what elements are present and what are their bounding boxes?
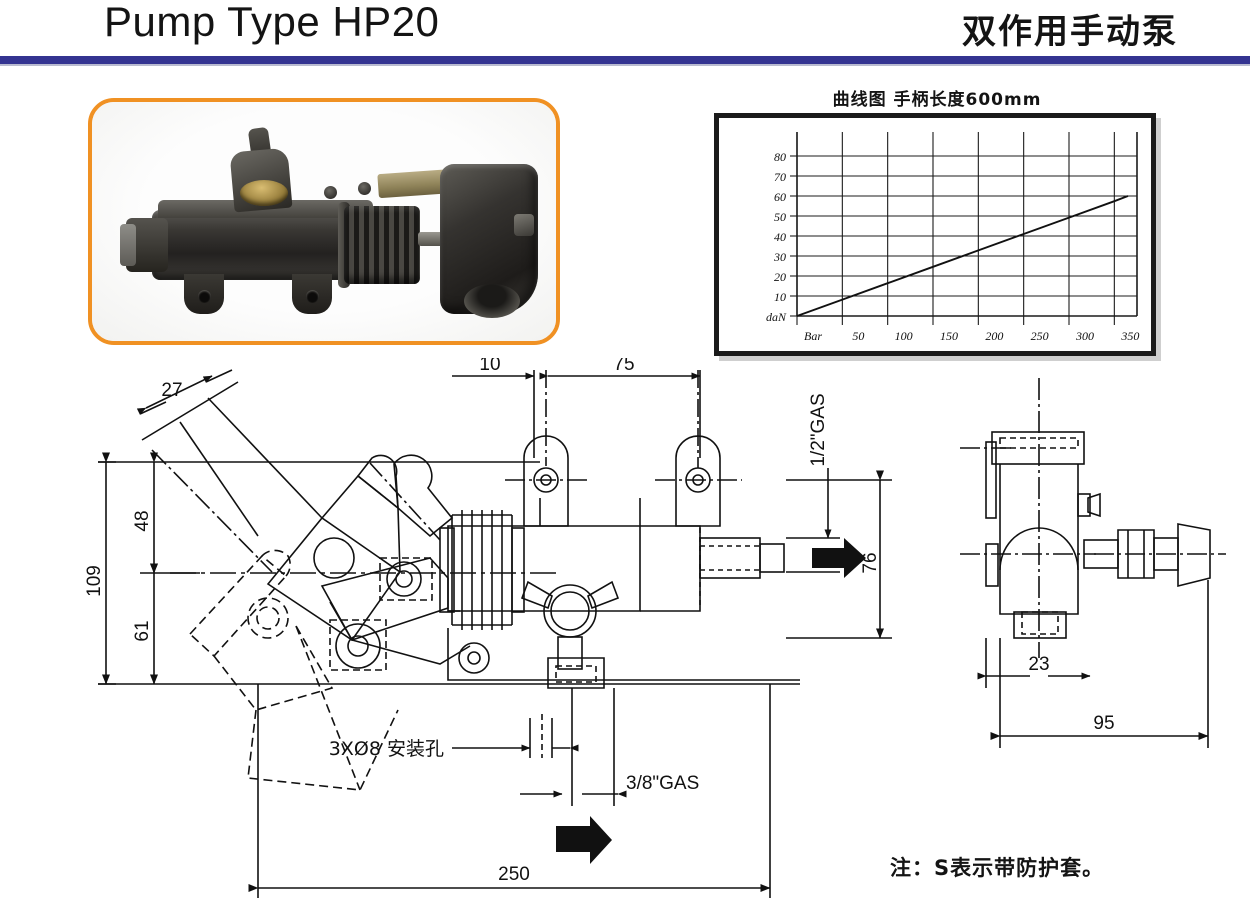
chart-series-line — [796, 195, 1129, 317]
chart-x-tick-label: 300 — [1075, 329, 1094, 343]
mounting-holes-label: 3XØ8 安装孔 — [329, 738, 444, 760]
chart-title: 曲线图 手柄长度600mm — [832, 90, 1042, 110]
chart-y-tick-label: 80 — [774, 150, 786, 164]
footnote: 注：S表示带防护套。 — [890, 856, 1105, 880]
port-half-gas-label: 1/2"GAS — [808, 393, 829, 466]
pump-screw-icon — [324, 186, 337, 199]
chart-x-tick-label: 100 — [895, 329, 913, 343]
chart-x-tick-label: 50 — [852, 329, 864, 343]
dim-75: 75 — [613, 358, 634, 375]
page-header: Pump Type HP20 双作用手动泵 — [0, 0, 1250, 66]
pump-outlet-port — [464, 284, 520, 318]
port-three-eighths-gas-label: 3/8"GAS — [626, 773, 699, 794]
chart-y-tick-label: daN — [766, 310, 787, 324]
dim-10: 10 — [479, 358, 500, 375]
pump-mounting-hole — [198, 290, 211, 303]
dim-61: 61 — [132, 620, 153, 641]
dim-76: 76 — [860, 552, 881, 573]
page-title: Pump Type HP20 — [104, 0, 440, 45]
chart-x-tick-label: 350 — [1120, 329, 1139, 343]
dim-48: 48 — [132, 510, 153, 531]
product-photo-panel — [88, 98, 560, 345]
header-rule-bar — [0, 56, 1250, 64]
dim-95: 95 — [1093, 713, 1114, 734]
chart-y-tick-label: 40 — [774, 230, 786, 244]
hydraulic-hand-pump-photo — [92, 102, 556, 341]
pump-end-cap-face — [120, 224, 136, 266]
chart-y-tick-label: 20 — [774, 270, 786, 284]
chart-x-tick-label: 150 — [940, 329, 958, 343]
chart-y-tick-label: 10 — [774, 290, 786, 304]
dim-250: 250 — [498, 864, 530, 885]
pump-screw-icon — [358, 182, 371, 195]
pump-mounting-hole — [306, 290, 319, 303]
chart-y-tick-label: 50 — [774, 210, 786, 224]
dim-27: 27 — [161, 380, 182, 401]
technical-drawing: 109 48 61 27 10 75 76 1/2"GAS 3XØ8 安装孔 3… — [0, 358, 1250, 905]
chart-y-tick-label: 30 — [773, 250, 786, 264]
chart-x-tick-label: Bar — [804, 329, 822, 343]
chart-y-tick-label: 70 — [774, 170, 786, 184]
page-title-chinese: 双作用手动泵 — [962, 12, 1178, 52]
pump-elbow-bolt — [514, 214, 534, 236]
technical-drawing-canvas: 109 48 61 27 10 75 76 1/2"GAS 3XØ8 安装孔 3… — [84, 358, 1226, 898]
dim-23: 23 — [1028, 654, 1049, 675]
chart-x-tick-label: 200 — [985, 329, 1003, 343]
pump-bellows-boot — [344, 206, 420, 284]
pump-brass-fitting — [240, 180, 288, 206]
header-rule-shadow — [0, 64, 1250, 66]
chart-y-tick-label: 60 — [774, 190, 786, 204]
header-divider — [0, 56, 1250, 66]
dim-109: 109 — [84, 565, 105, 597]
chart-x-tick-label: 250 — [1031, 329, 1049, 343]
